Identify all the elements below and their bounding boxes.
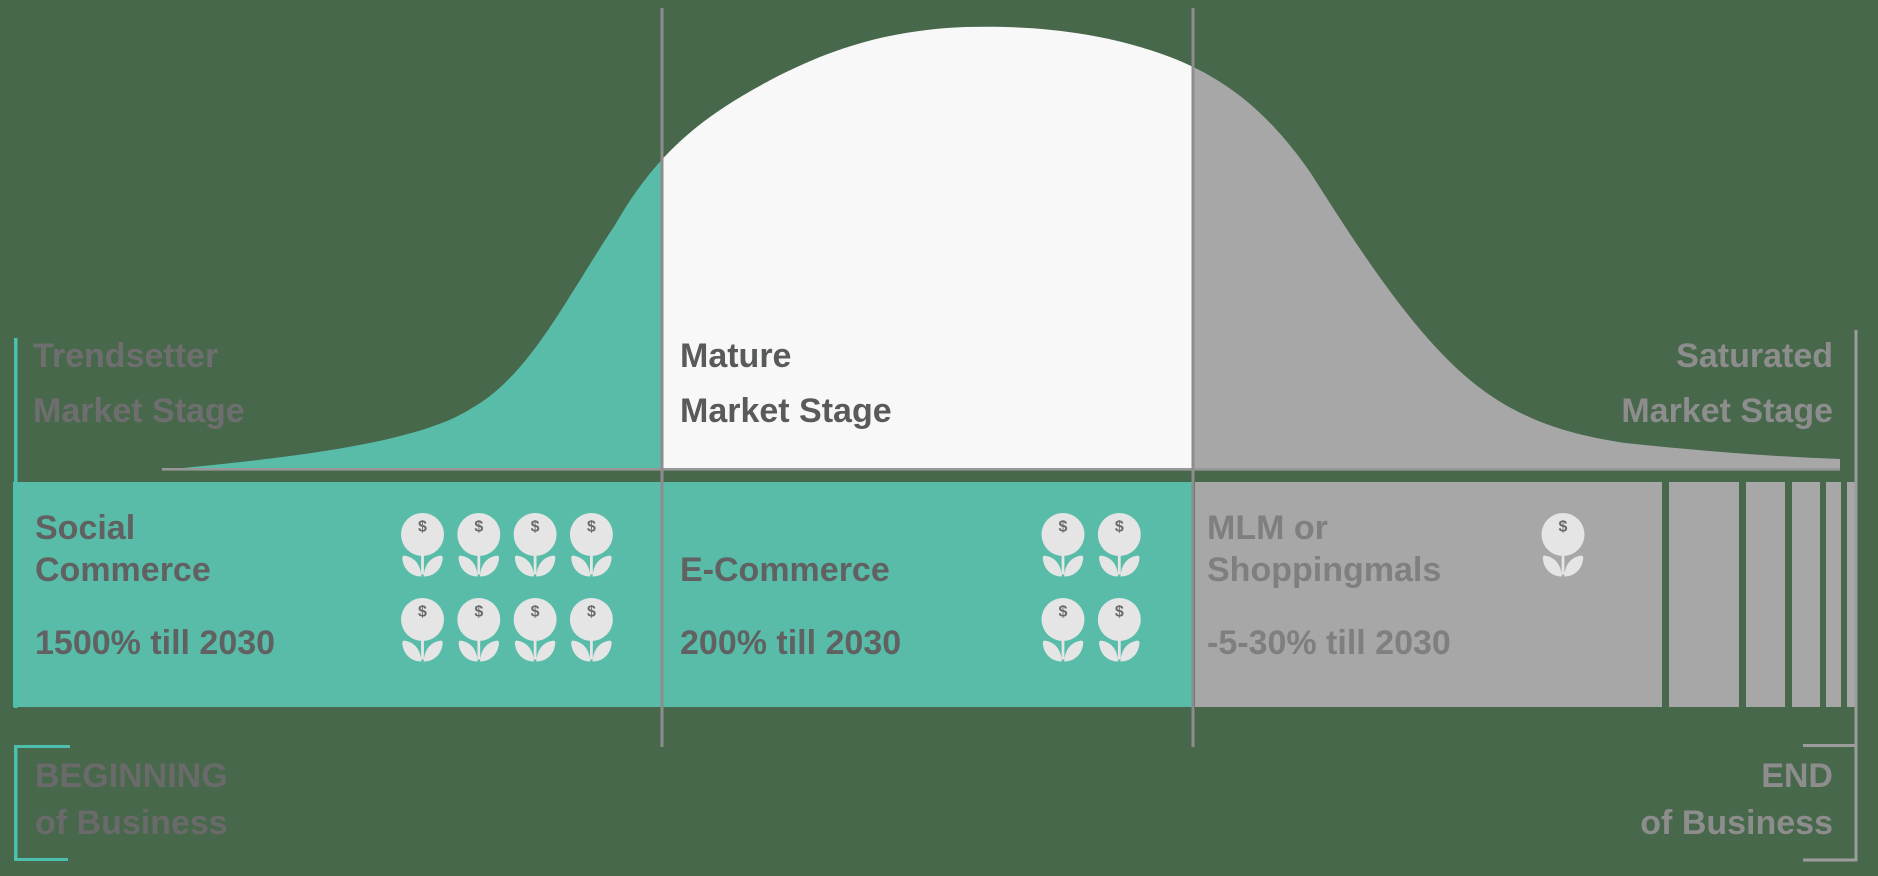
money-flower-icon [1541, 513, 1585, 577]
fade-stripe [1669, 482, 1739, 707]
timeline-label-line: END [1761, 757, 1833, 795]
growth-social-commerce: 1500% till 2030 [35, 624, 276, 662]
begin-bracket [14, 745, 70, 861]
band-label-line: Social [35, 509, 136, 547]
money-flower-icon [569, 598, 613, 662]
money-flower-icon [569, 513, 613, 577]
money-flower-icon [1097, 598, 1141, 662]
band-fadeout-stripes [1669, 482, 1856, 707]
timeline-beginning-label: BEGINNING of Business [35, 753, 228, 847]
band-label-line: MLM or [1207, 509, 1328, 547]
timeline-label-line: BEGINNING [35, 757, 228, 795]
stage-bands [13, 482, 1856, 707]
stage-title-line: Saturated [1676, 337, 1833, 375]
stage-title-trendsetter: Trendsetter Market Stage [33, 329, 245, 439]
band-label-mlm: MLM or Shoppingmals [1207, 507, 1441, 591]
fade-stripe [1746, 482, 1785, 707]
fade-stripe [1847, 482, 1856, 707]
bell-curve [162, 26, 1840, 471]
left-edge-line [14, 338, 18, 708]
band-label-line: Shoppingmals [1207, 551, 1442, 589]
timeline-label-line: of Business [35, 804, 228, 842]
end-bracket [1803, 744, 1858, 862]
money-flower-icon [401, 513, 444, 577]
end-bracket-tick-top [1803, 744, 1858, 747]
money-flower-icon [1097, 513, 1141, 577]
band-label-line: Commerce [35, 551, 211, 589]
stage-title-line: Mature [680, 337, 792, 375]
curve-segment-mature [662, 26, 1193, 471]
stage-title-line: Market Stage [33, 392, 245, 430]
stage-title-line: Market Stage [680, 392, 892, 430]
divider-saturated-left [1191, 8, 1195, 747]
band-label-ecommerce: E-Commerce [680, 551, 890, 589]
money-flower-icon [457, 513, 501, 577]
stage-title-line: Trendsetter [33, 337, 219, 375]
band-gray [1195, 482, 1662, 707]
fade-stripe [1826, 482, 1841, 707]
divider-mature-left [660, 8, 664, 747]
begin-bracket-vertical [14, 746, 18, 861]
money-flower-icon [1041, 598, 1085, 662]
stage-title-line: Market Stage [1621, 392, 1833, 430]
money-flower-icon [513, 513, 557, 577]
timeline-label-line: of Business [1640, 804, 1833, 842]
growth-ecommerce: 200% till 2030 [680, 624, 902, 662]
stage-title-mature: Mature Market Stage [680, 329, 892, 439]
growth-mlm: -5-30% till 2030 [1207, 624, 1451, 662]
end-bracket-tick-bottom [1803, 858, 1858, 862]
money-flower-icon [457, 598, 501, 662]
begin-bracket-tick-top [14, 745, 70, 748]
money-flower-icon [401, 598, 444, 662]
right-edge-line [1854, 330, 1858, 861]
band-label-social-commerce: Social Commerce [35, 507, 211, 591]
money-flower-icon [513, 598, 557, 662]
stage-title-saturated: Saturated Market Stage [1621, 329, 1833, 439]
timeline-end-label: END of Business [1640, 753, 1833, 847]
curve-baseline [162, 468, 1840, 471]
separator-lines [14, 8, 1858, 861]
fade-stripe [1792, 482, 1820, 707]
begin-bracket-tick-bottom [14, 858, 68, 861]
money-flower-icon [1041, 513, 1085, 577]
